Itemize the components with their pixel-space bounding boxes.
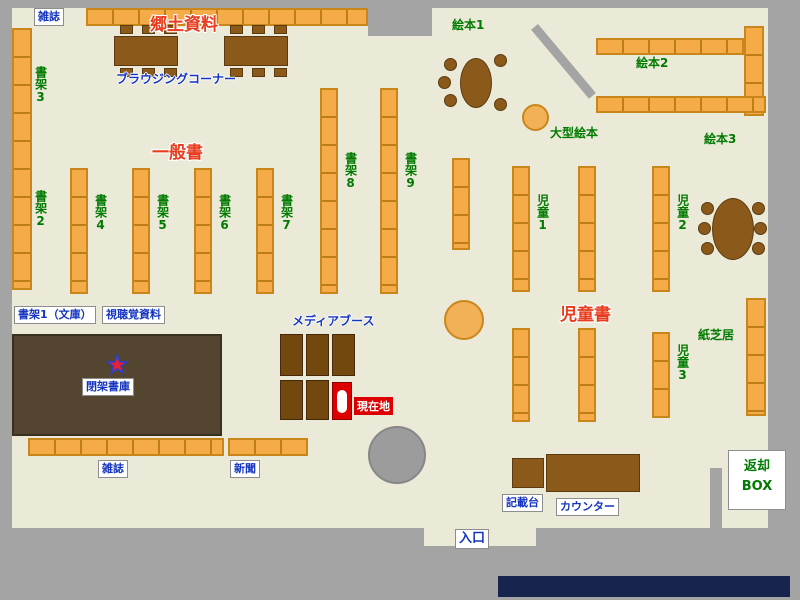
label-local-materials: 郷土資料: [150, 15, 218, 35]
sorting-desk: [512, 458, 544, 488]
label-magazines-top: 雑誌: [34, 8, 64, 26]
media-booth-block: [280, 334, 303, 376]
chair: [142, 25, 155, 34]
stool: [444, 94, 457, 107]
label-shelf-5: 書架5: [155, 194, 170, 232]
shelf-jido-3: [652, 332, 670, 418]
label-entrance: 入口: [455, 529, 490, 550]
media-booth-block: [306, 380, 329, 420]
label-browsing-corner: ブラウジングコーナー: [116, 72, 237, 86]
stool: [752, 202, 765, 215]
shelf-jido-1: [512, 166, 530, 292]
stool: [444, 58, 457, 71]
chair: [120, 68, 133, 77]
label-general-books: 一般書: [152, 143, 203, 163]
shelf-left-wall: [12, 28, 32, 290]
media-booth-block: [280, 380, 303, 420]
chair: [120, 25, 133, 34]
label-ehon-3: 絵本3: [704, 132, 737, 146]
stool: [701, 242, 714, 255]
chair: [252, 68, 265, 77]
large-ehon-stand: [522, 104, 549, 131]
shelf-5: [132, 168, 150, 294]
shelf-ehon2: [596, 38, 744, 55]
round-table: [444, 300, 484, 340]
shelf-jido-2: [652, 166, 670, 292]
stool: [438, 76, 451, 89]
label-sorting-desk: 記載台: [502, 494, 543, 512]
stool: [752, 242, 765, 255]
label-shelf-7: 書架7: [279, 194, 294, 232]
shelf-top-right-corner: [744, 26, 764, 116]
shelf-7: [256, 168, 274, 294]
shelf-4: [70, 168, 88, 294]
shelf-jido-mid-upper: [578, 166, 596, 292]
shelf-jido-lower-left: [512, 328, 530, 422]
chair: [164, 25, 177, 34]
chair: [142, 68, 155, 77]
stool: [494, 98, 507, 111]
label-ehon-2: 絵本2: [636, 56, 669, 70]
pillar-top: [368, 0, 432, 36]
shelf-magazines: [28, 438, 224, 456]
stool: [698, 222, 711, 235]
media-booth-block: [332, 334, 355, 376]
shelf-center-short: [452, 158, 470, 250]
shelf-6: [194, 168, 212, 294]
label-shelf-4: 書架4: [93, 194, 108, 232]
shelf-kamishibai: [746, 298, 766, 416]
label-kamishibai: 紙芝居: [698, 328, 735, 342]
shelf-9: [380, 88, 398, 294]
footer-bar: [498, 576, 790, 597]
media-booth-block: [306, 334, 329, 376]
label-jido-3: 児童3: [675, 344, 690, 382]
shelf-newspapers: [228, 438, 308, 456]
label-closed-stacks: 閉架書庫: [82, 378, 134, 396]
current-location-marker: [332, 382, 352, 420]
children-reading-table: [712, 198, 754, 260]
stool: [494, 54, 507, 67]
label-av-materials: 視聴覚資料: [102, 306, 165, 324]
return-box-label-2: BOX: [741, 479, 773, 495]
shelf-ehon3: [596, 96, 766, 113]
label-newspapers: 新聞: [230, 460, 260, 478]
label-shelf-8: 書架8: [343, 152, 358, 190]
label-counter: カウンター: [556, 498, 619, 516]
label-shelf-1-bunko: 書架1（文庫）: [14, 306, 96, 324]
chair: [274, 68, 287, 77]
label-ehon-1: 絵本1: [452, 18, 485, 32]
star-icon: ★: [105, 350, 129, 379]
label-shelf-3: 書架3: [33, 66, 48, 104]
label-large-ehon: 大型絵本: [550, 126, 599, 140]
chair: [230, 25, 243, 34]
return-box-wall: [710, 468, 722, 528]
stool: [754, 222, 767, 235]
label-shelf-9: 書架9: [403, 152, 418, 190]
stool: [701, 202, 714, 215]
chair: [230, 68, 243, 77]
label-jido-1: 児童1: [535, 194, 550, 232]
ehon-reading-table: [460, 58, 492, 108]
label-children-books: 児童書: [560, 305, 611, 325]
browsing-table: [224, 36, 288, 66]
label-magazines-bottom: 雑誌: [98, 460, 128, 478]
shelf-jido-lower-mid: [578, 328, 596, 422]
counter-desk: [546, 454, 640, 492]
return-box: 返却 BOX: [728, 450, 786, 510]
chair: [164, 68, 177, 77]
round-pillar: [368, 426, 426, 484]
chair: [274, 25, 287, 34]
chair: [252, 25, 265, 34]
label-shelf-6: 書架6: [217, 194, 232, 232]
label-current-location: 現在地: [354, 397, 393, 415]
shelf-8: [320, 88, 338, 294]
return-box-label-1: 返却: [743, 459, 770, 474]
label-jido-2: 児童2: [675, 194, 690, 232]
browsing-table: [114, 36, 178, 66]
shelf-local-materials: [86, 8, 368, 26]
label-shelf-2: 書架2: [33, 190, 48, 228]
label-media-booth: メディアブース: [292, 314, 375, 328]
